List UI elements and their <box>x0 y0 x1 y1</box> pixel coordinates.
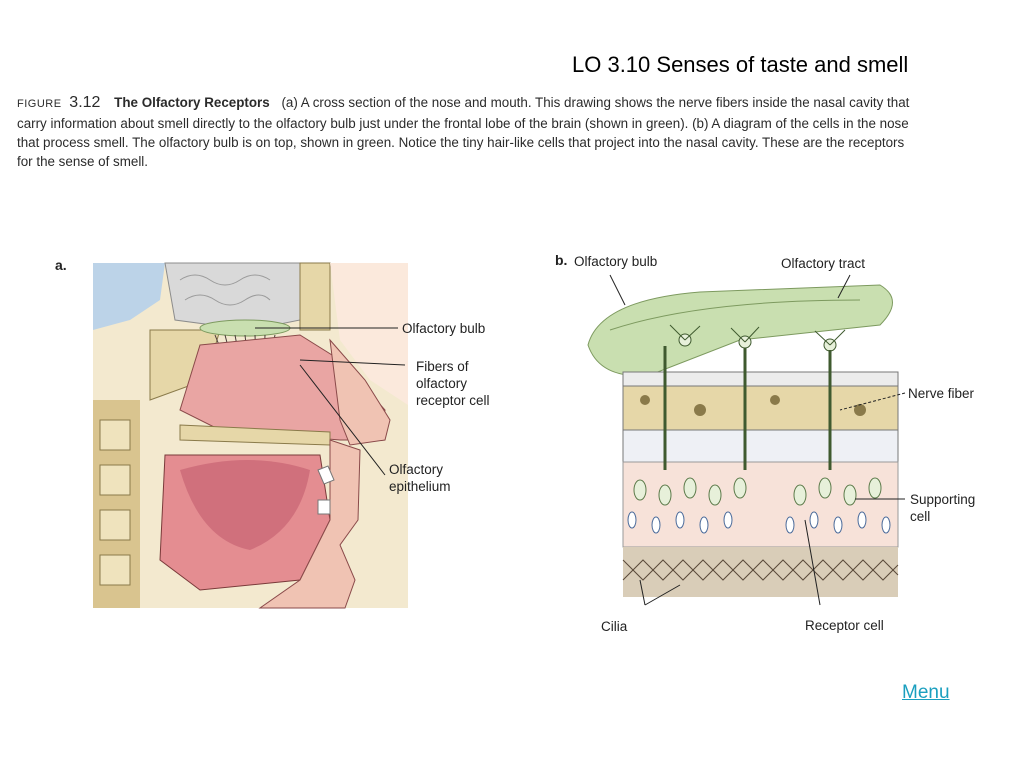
label-b-supporting-line2: cell <box>910 509 930 524</box>
caption-figure-number: 3.12 <box>69 94 101 111</box>
label-b-receptor-cell: Receptor cell <box>805 618 884 633</box>
panel-a-letter: a. <box>55 257 67 273</box>
caption-figure-word: FIGURE <box>17 98 62 110</box>
panel-b-letter: b. <box>555 252 567 268</box>
label-b-cilia: Cilia <box>601 619 628 634</box>
figure-caption: FIGURE 3.12 The Olfactory Receptors (a) … <box>17 93 922 171</box>
caption-figure-title: The Olfactory Receptors <box>114 95 270 110</box>
label-b-nerve-fiber: Nerve fiber <box>908 386 975 401</box>
label-a-epithelium-line1: Olfactory <box>389 462 443 477</box>
label-b-olfactory-tract: Olfactory tract <box>781 256 865 271</box>
slide-title: LO 3.10 Senses of taste and smell <box>572 52 909 77</box>
panel-a-illustration <box>93 262 408 609</box>
label-a-fibers-line3: receptor cell <box>416 393 490 408</box>
label-b-olfactory-bulb: Olfactory bulb <box>574 254 657 269</box>
panel-b-illustration <box>587 274 906 606</box>
caption-text: (a) A cross section of the nose and mout… <box>17 95 910 169</box>
label-a-fibers-line2: olfactory <box>416 376 467 391</box>
label-a-olfactory-bulb: Olfactory bulb <box>402 321 485 336</box>
label-a-fibers-line1: Fibers of <box>416 359 469 374</box>
label-a-epithelium-line2: epithelium <box>389 479 451 494</box>
label-b-supporting-line1: Supporting <box>910 492 975 507</box>
menu-link[interactable]: Menu <box>902 682 950 703</box>
